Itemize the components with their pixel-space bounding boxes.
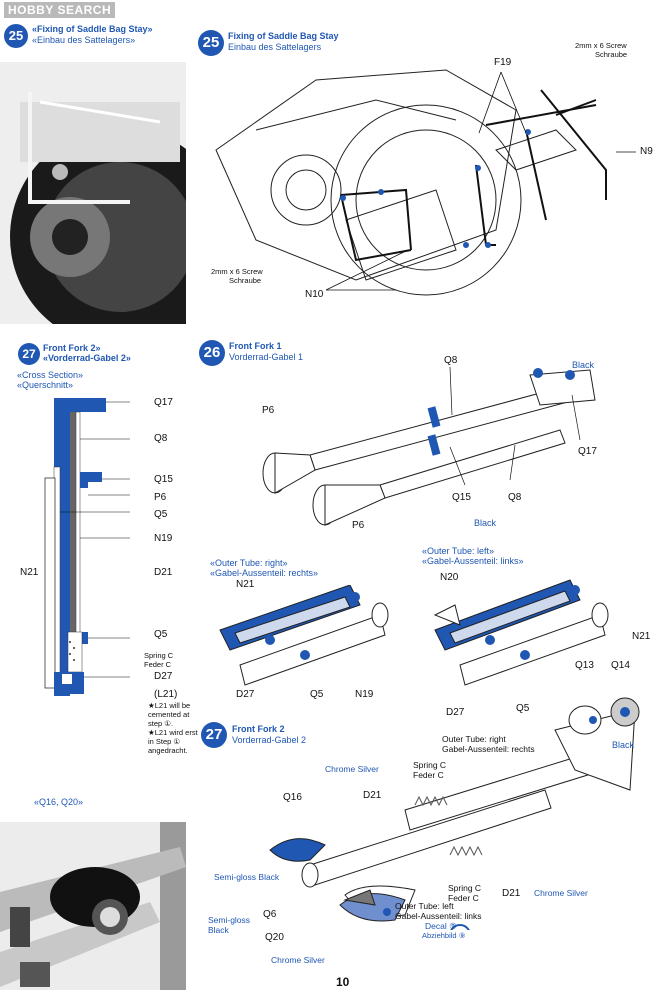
note-de-3: angedracht. <box>148 746 188 755</box>
outer-left-title-de: «Gabel-Aussenteil: links» <box>422 556 524 566</box>
ff2-label-otl-en: Outer Tube: left <box>395 901 454 911</box>
step-number: 26 <box>199 340 225 366</box>
ff2-label-otr-de: Gabel-Aussenteil: rechts <box>442 744 535 754</box>
otr-label-n21: N21 <box>236 579 255 590</box>
cross-section-diagram <box>44 398 130 696</box>
otl-label-n21: N21 <box>632 631 651 642</box>
note-de-2: in Step ① <box>148 737 181 746</box>
ff2-label-q16: Q16 <box>283 792 302 803</box>
outer-tube-left-diagram <box>433 579 609 686</box>
note-en-1: ★L21 will be <box>148 701 191 710</box>
step-number: 25 <box>4 24 28 48</box>
note-de-1: ★L21 wird erst <box>148 728 198 737</box>
otr-label-q5: Q5 <box>310 689 324 700</box>
outer-right-title-en: «Outer Tube: right» <box>210 558 288 568</box>
step-title-en: Front Fork 2» <box>43 343 101 353</box>
step-title-en: Front Fork 1 <box>229 341 282 351</box>
front-fork-1-diagram <box>262 366 596 526</box>
ff2-label-q6: Q6 <box>263 909 277 920</box>
ff2-label-semigloss2b: Black <box>208 925 229 935</box>
step-title-de: Vorderrad-Gabel 1 <box>229 352 304 362</box>
ff2-label-chrome3: Chrome Silver <box>271 955 325 965</box>
ff1-label-black2: Black <box>474 518 497 528</box>
step-title-en: Fixing of Saddle Bag Stay <box>228 31 339 41</box>
step-number: 27 <box>201 722 227 748</box>
ff1-label-q8: Q8 <box>444 355 458 366</box>
step-number: 25 <box>198 30 224 56</box>
cs-label-l21: (L21) <box>154 689 178 700</box>
step-number: 27 <box>18 343 40 365</box>
ff2-label-otl-de: Gabel-Aussenteil: links <box>395 911 482 921</box>
section-title-en: «Cross Section» <box>17 370 84 380</box>
outer-tube-right-diagram <box>219 585 389 686</box>
label-screw-en: 2mm x 6 Screw <box>575 41 627 50</box>
otr-label-d27: D27 <box>236 689 255 700</box>
step-title-de: «Einbau des Sattelagers» <box>32 35 136 45</box>
ff1-label-q17: Q17 <box>578 446 597 457</box>
ff2-label-semigloss1: Semi-gloss Black <box>214 872 280 882</box>
ff2-label-semigloss2a: Semi-gloss <box>208 915 251 925</box>
step-title-de: Vorderrad-Gabel 2 <box>232 735 307 745</box>
cs-label-q5: Q5 <box>154 509 168 520</box>
ff1-label-q15: Q15 <box>452 492 471 503</box>
ff2-label-chrome1: Chrome Silver <box>325 764 379 774</box>
label-screw-de: Schraube <box>595 50 628 59</box>
cs-label-feder: Feder C <box>144 660 172 669</box>
label-screw2-en: 2mm x 6 Screw <box>211 267 263 276</box>
page-number: 10 <box>336 975 350 989</box>
outer-left-title-en: «Outer Tube: left» <box>422 546 495 556</box>
fork-photo <box>0 822 186 990</box>
ff1-label-black: Black <box>572 360 595 370</box>
ff2-label-spring2-en: Spring C <box>448 883 482 893</box>
cs-label-q17: Q17 <box>154 397 173 408</box>
ff1-label-p6: P6 <box>262 405 275 416</box>
ff2-label-q13: Q13 <box>575 660 594 671</box>
cs-label-spring: Spring C <box>144 651 174 660</box>
cs-label-n19: N19 <box>154 533 173 544</box>
ff2-label-decal-en: Decal ⑨ <box>425 921 457 931</box>
watermark: HOBBY SEARCH <box>4 2 116 18</box>
ff2-label-q14: Q14 <box>611 660 630 671</box>
otl-label-n20: N20 <box>440 572 459 583</box>
ff2-label-q20: Q20 <box>265 932 284 943</box>
saddle-bag-photo <box>0 62 186 324</box>
note-en-2: cemented at <box>148 710 190 719</box>
label-screw2-de: Schraube <box>229 276 262 285</box>
ff2-label-d21a: D21 <box>363 790 382 801</box>
section-title-de: «Querschnitt» <box>17 380 74 390</box>
ff2-label-decal-de: Abziehbild ⑨ <box>422 931 466 940</box>
otl-label-q5: Q5 <box>516 703 530 714</box>
label-f19: F19 <box>494 57 512 68</box>
otr-label-n19: N19 <box>355 689 374 700</box>
cs-label-q8: Q8 <box>154 433 168 444</box>
front-fork-2-diagram <box>269 697 640 930</box>
ff2-label-otr-en: Outer Tube: right <box>442 734 506 744</box>
step-title-de: Einbau des Sattelagers <box>228 42 322 52</box>
otl-label-d27: D27 <box>446 707 465 718</box>
ff2-label-spring1-en: Spring C <box>413 760 447 770</box>
cs-label-p6: P6 <box>154 492 167 503</box>
cs-label-q15: Q15 <box>154 474 173 485</box>
step-title-en: «Fixing of Saddle Bag Stay» <box>32 24 153 34</box>
cs-label-n21: N21 <box>20 567 39 578</box>
cs-label-d21: D21 <box>154 567 173 578</box>
saddle-bag-diagram <box>215 69 636 296</box>
ff2-label-spring1-de: Feder C <box>413 770 444 780</box>
photo-caption: «Q16, Q20» <box>34 797 84 807</box>
step-title-de: «Vorderrad-Gabel 2» <box>43 353 131 363</box>
ff2-label-black: Black <box>612 740 635 750</box>
ff2-label-chrome2: Chrome Silver <box>534 888 588 898</box>
ff2-label-spring2-de: Feder C <box>448 893 479 903</box>
ff1-label-q8b: Q8 <box>508 492 522 503</box>
cs-label-q5b: Q5 <box>154 629 168 640</box>
ff2-label-d21b: D21 <box>502 888 521 899</box>
outer-right-title-de: «Gabel-Aussenteil: rechts» <box>210 568 319 578</box>
step-title-en: Front Fork 2 <box>232 724 285 734</box>
cs-label-d27: D27 <box>154 671 173 682</box>
ff1-label-p6b: P6 <box>352 520 365 531</box>
note-en-3: step ①. <box>148 719 174 728</box>
label-n9: N9 <box>640 146 653 157</box>
label-n10: N10 <box>305 289 324 300</box>
